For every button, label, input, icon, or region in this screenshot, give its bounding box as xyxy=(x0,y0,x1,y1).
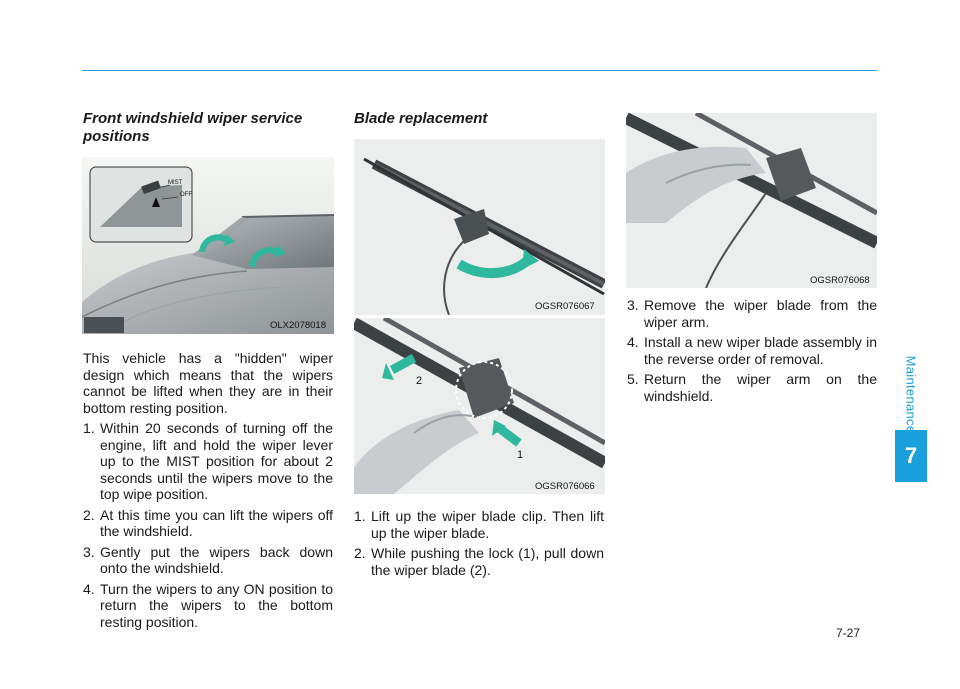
list-item: 3.Remove the wiper blade from the wiper … xyxy=(627,297,877,330)
page-number: 7-27 xyxy=(836,626,861,640)
col3-body: 3.Remove the wiper blade from the wiper … xyxy=(627,297,877,408)
list-item: 5.Return the wiper arm on the windshield… xyxy=(627,371,877,404)
figure-code: OGSR076068 xyxy=(810,275,870,286)
heading-wiper-service-positions: Front windshield wiper service positions xyxy=(83,110,303,145)
figure-code: OGSR076067 xyxy=(535,301,595,312)
figure-code: OLX2078018 xyxy=(270,320,326,331)
mist-label: MIST xyxy=(168,180,183,186)
chapter-number: 7 xyxy=(895,430,927,482)
figure-wiper-lift xyxy=(354,139,605,315)
list-item: 3.Gently put the wipers back down onto t… xyxy=(83,543,333,577)
list-item: 4.Install a new wiper blade assembly in … xyxy=(627,334,877,367)
intro-paragraph: This vehicle has a "hidden" wiper design… xyxy=(83,350,333,416)
list-item: 1.Lift up the wiper blade clip. Then lif… xyxy=(354,508,604,541)
list-item: 1.Within 20 seconds of turning off the e… xyxy=(83,420,333,502)
figure-blade-removal xyxy=(626,113,877,288)
top-rule xyxy=(82,70,877,71)
list-item: 4.Turn the wipers to any ON position to … xyxy=(83,580,333,630)
col1-body: This vehicle has a "hidden" wiper design… xyxy=(83,350,333,634)
label-2: 2 xyxy=(416,375,422,387)
heading-blade-replacement: Blade replacement xyxy=(354,110,488,127)
list-item: 2.At this time you can lift the wipers o… xyxy=(83,506,333,540)
figure-car-windshield: MIST OFF xyxy=(82,157,334,334)
figure-wiper-lock: 2 1 xyxy=(354,318,605,494)
list-item: 2.While pushing the lock (1), pull down … xyxy=(354,545,604,578)
label-1: 1 xyxy=(517,449,523,461)
figure-code: OGSR076066 xyxy=(535,481,595,492)
col2-body: 1.Lift up the wiper blade clip. Then lif… xyxy=(354,508,604,582)
off-label: OFF xyxy=(180,192,192,198)
